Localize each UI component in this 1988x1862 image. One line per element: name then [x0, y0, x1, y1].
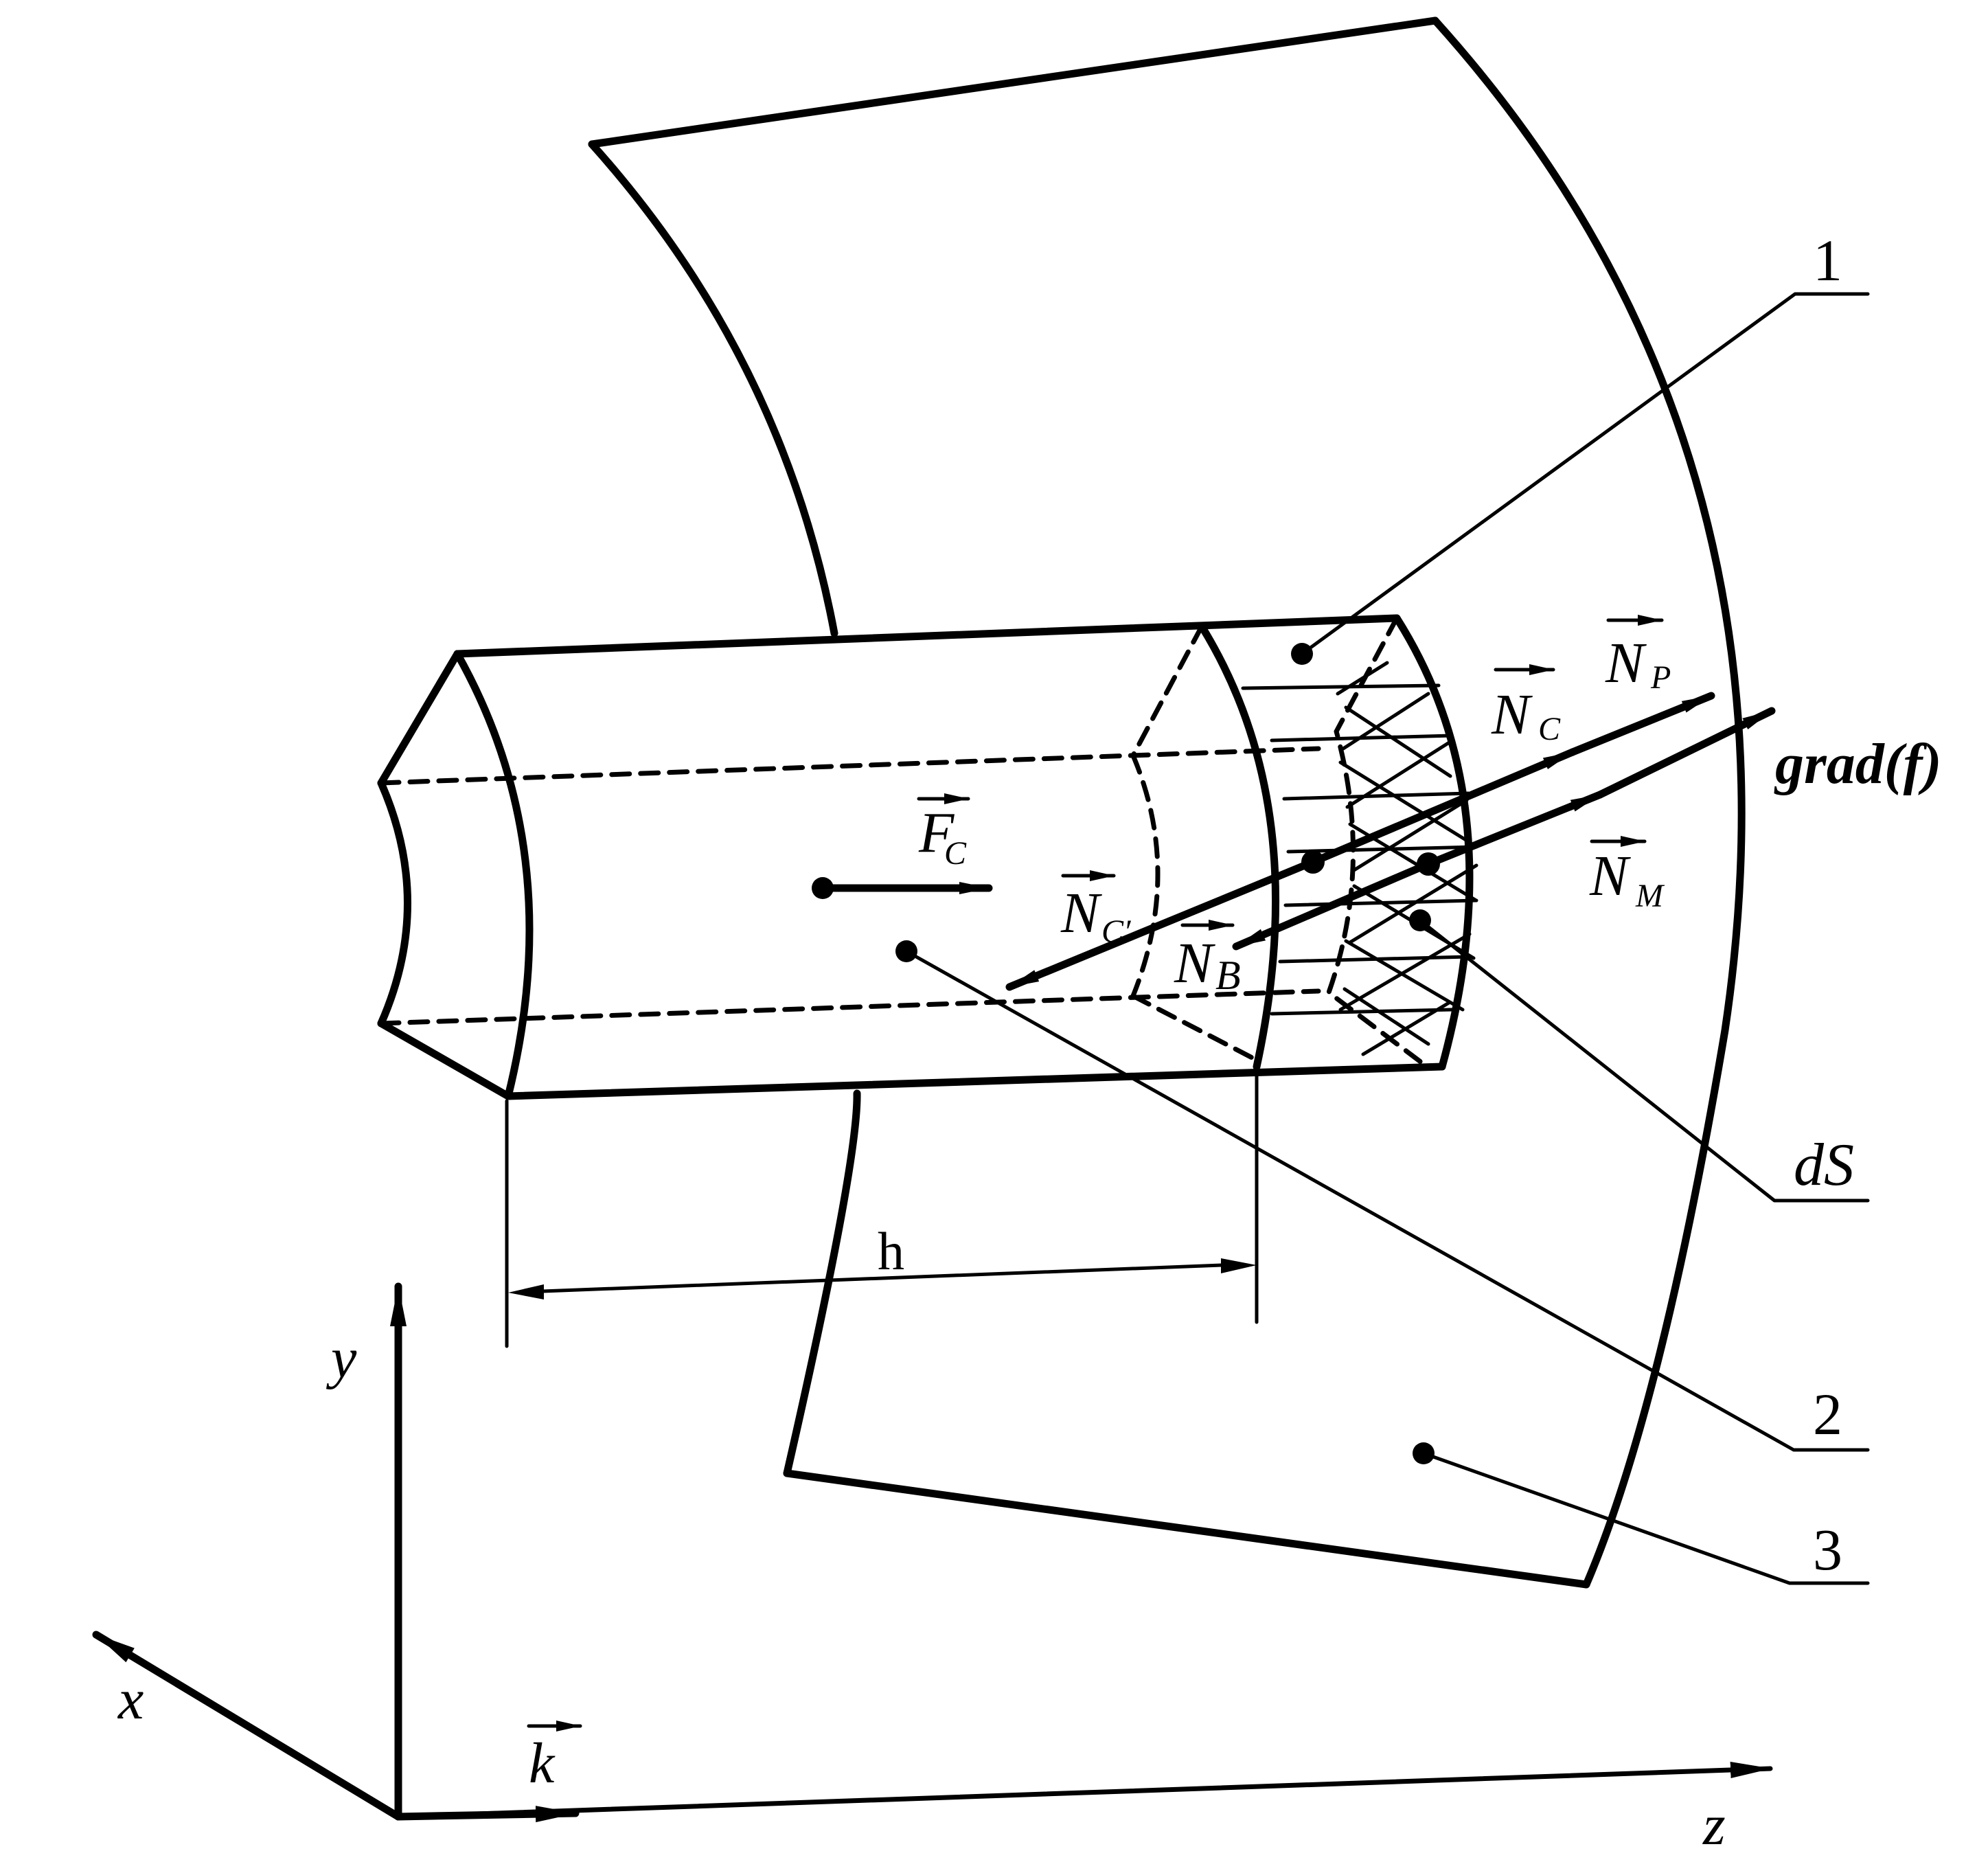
svg-text:B: B	[1215, 953, 1241, 998]
svg-text:k: k	[529, 1732, 556, 1795]
axis-x-label: x	[117, 1668, 144, 1732]
normal-p-vector	[1568, 692, 1715, 756]
callout-leaders	[895, 292, 1870, 1585]
normal-m-label: N M	[1589, 836, 1665, 914]
normal-c-label: N C	[1491, 664, 1561, 747]
axis-z-label: z	[1702, 1793, 1726, 1857]
svg-text:N: N	[1491, 683, 1533, 747]
svg-text:N: N	[1589, 844, 1631, 908]
unit-vector-k	[394, 1806, 580, 1823]
normal-b-label: N B	[1174, 920, 1241, 998]
unit-vector-k-label: k	[527, 1721, 582, 1795]
z-axis	[396, 1762, 1773, 1819]
callout-2-label: 2	[1813, 1381, 1842, 1447]
height-dimension	[505, 1065, 1259, 1348]
rod-prism	[377, 614, 1474, 1100]
svg-text:F: F	[918, 801, 955, 865]
svg-text:N: N	[1060, 881, 1102, 945]
force-arrow	[812, 877, 993, 899]
normal-c-prime-vector	[1005, 858, 1317, 991]
force-label: F C	[917, 793, 970, 872]
svg-text:C: C	[944, 835, 967, 872]
normal-vectors	[1005, 692, 1776, 991]
labels: 1 2 3 dS F C N C′ N B N C N P	[117, 227, 1942, 1857]
svg-text:N: N	[1605, 631, 1647, 695]
coordinate-axes	[92, 1282, 1773, 1823]
hatched-zone	[1241, 615, 1478, 1069]
surface-3-sheet	[588, 16, 1746, 1589]
svg-text:P: P	[1650, 659, 1671, 696]
height-label: h	[878, 1221, 904, 1281]
normal-b-vector	[1232, 860, 1432, 951]
callout-1-label: 1	[1813, 227, 1842, 293]
svg-text:C′: C′	[1101, 913, 1132, 950]
normal-c-vector	[1309, 748, 1577, 866]
gradient-label: grad(f)	[1774, 732, 1942, 796]
gradient-vector	[1596, 707, 1776, 799]
callout-3-label: 3	[1813, 1517, 1842, 1582]
normal-p-label: N P	[1605, 615, 1671, 696]
axis-y-label: y	[325, 1326, 357, 1390]
callout-ds-label: dS	[1794, 1132, 1854, 1199]
svg-text:M: M	[1635, 878, 1665, 914]
svg-text:N: N	[1174, 931, 1215, 995]
normal-c-prime-label: N C′	[1060, 870, 1132, 950]
x-axis	[92, 1631, 402, 1821]
normal-m-vector	[1424, 791, 1604, 868]
svg-text:C: C	[1538, 711, 1561, 747]
